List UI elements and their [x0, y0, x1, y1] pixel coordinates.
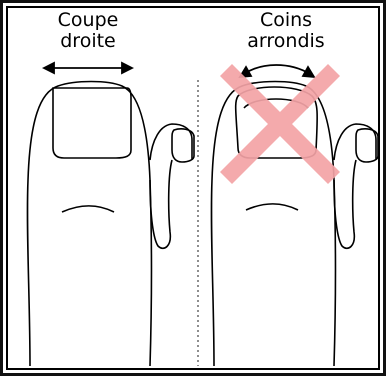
- right-curved-arrow: [240, 65, 314, 77]
- left-wrinkle: [62, 206, 114, 212]
- inner-border: [7, 7, 379, 369]
- left-nail: [53, 88, 131, 158]
- rounded-corners-label: Coins arrondis: [224, 10, 348, 52]
- straight-cut-label: Coupe droite: [40, 10, 136, 52]
- straight-cut-label-line2: droite: [40, 31, 136, 52]
- right-small-toe: [334, 124, 376, 248]
- right-toe: [211, 82, 378, 367]
- left-small-toe: [150, 124, 192, 248]
- straight-cut-label-line1: Coupe: [40, 10, 136, 31]
- rounded-corners-label-line2: arrondis: [224, 31, 348, 52]
- rounded-corners-label-line1: Coins: [224, 10, 348, 31]
- left-toe-outline: [27, 82, 151, 367]
- right-wrinkle: [246, 204, 298, 210]
- left-toe: [27, 82, 194, 367]
- left-width-arrow: [44, 63, 132, 73]
